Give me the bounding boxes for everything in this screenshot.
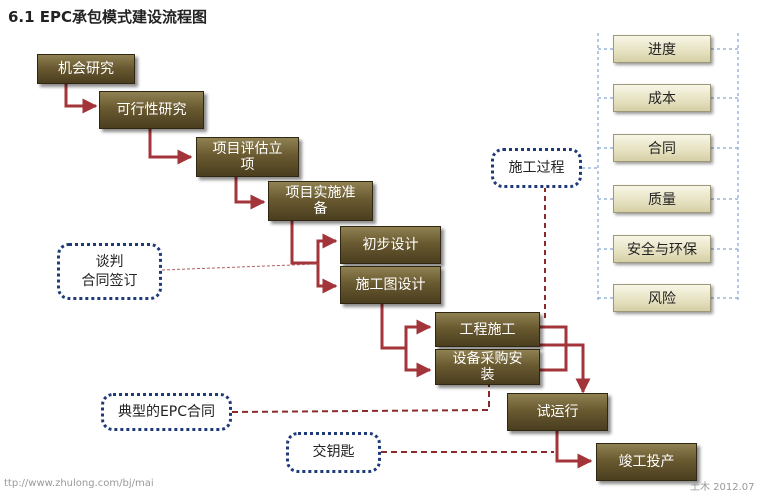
step-completion: 竣工投产 — [596, 443, 697, 481]
connector-epc-contract — [231, 385, 490, 413]
arrow-construction-to-trial — [540, 325, 568, 347]
footer-url: ttp://www.zhulong.com/bj/mai — [4, 478, 154, 489]
arrow-into-drawing-design — [316, 263, 338, 294]
page-title: 6.1 EPC承包模式建设流程图 — [8, 8, 208, 26]
control-cost-label: 成本 — [648, 91, 676, 107]
callout-epc-contract-label: 典型的EPC合同 — [117, 403, 216, 420]
step-construction-drawing-design: 施工图设计 — [340, 266, 441, 304]
arrow-into-procurement — [404, 348, 432, 378]
step-engineering-construction: 工程施工 — [435, 312, 540, 347]
step-project-evaluation-label: 项目评估立项 — [212, 141, 283, 173]
arrow-trial-to-completion — [555, 431, 593, 469]
control-contract-label: 合同 — [648, 141, 676, 157]
control-cost: 成本 — [613, 84, 711, 112]
step-project-evaluation: 项目评估立项 — [196, 137, 299, 177]
arrow-merge-to-trial — [566, 343, 591, 394]
arrow-procurement-to-trial — [540, 345, 568, 372]
callout-epc-contract: 典型的EPC合同 — [101, 393, 232, 431]
callout-construction-process: 施工过程 — [491, 148, 582, 188]
control-risk: 风险 — [613, 284, 711, 312]
step-feasibility-study-label: 可行性研究 — [116, 102, 187, 118]
dashed-connectors — [161, 187, 554, 453]
arrow-design-to-construction — [380, 304, 406, 350]
step-opportunity-study: 机会研究 — [37, 54, 135, 84]
step-implementation-preparation-label: 项目实施准备 — [285, 185, 356, 217]
control-risk-label: 风险 — [648, 291, 676, 307]
step-arrows — [64, 84, 593, 469]
control-safety-environment-label: 安全与环保 — [627, 242, 697, 258]
control-quality-label: 质量 — [648, 192, 676, 208]
step-preliminary-design-label: 初步设计 — [362, 237, 419, 253]
control-contract: 合同 — [613, 134, 711, 162]
step-equipment-procurement-label: 设备采购安装 — [452, 351, 523, 383]
step-opportunity-study-label: 机会研究 — [58, 61, 114, 77]
control-schedule-label: 进度 — [648, 42, 676, 58]
step-engineering-construction-label: 工程施工 — [459, 321, 516, 338]
callout-negotiation: 谈判合同签订 — [57, 243, 162, 300]
step-implementation-preparation: 项目实施准备 — [268, 181, 373, 221]
arrow-into-construction — [404, 319, 432, 348]
arrow-preparation-to-design — [290, 221, 318, 265]
control-quality: 质量 — [613, 185, 711, 213]
step-trial-run: 试运行 — [507, 393, 608, 431]
arrow-into-preliminary-design — [316, 233, 338, 263]
step-feasibility-study: 可行性研究 — [99, 91, 204, 129]
step-equipment-procurement: 设备采购安装 — [435, 349, 540, 385]
control-schedule: 进度 — [613, 35, 711, 63]
control-safety-environment: 安全与环保 — [613, 235, 711, 263]
arrow-opportunity-to-feasibility — [64, 84, 98, 114]
arrow-evaluation-to-preparation — [234, 177, 266, 210]
callout-turnkey: 交钥匙 — [286, 432, 381, 473]
arrow-feasibility-to-evaluation — [148, 129, 193, 165]
callout-construction-process-label: 施工过程 — [508, 159, 565, 176]
step-trial-run-label: 试运行 — [536, 404, 579, 420]
callout-negotiation-label: 谈判合同签订 — [81, 253, 138, 289]
step-preliminary-design: 初步设计 — [340, 226, 441, 264]
step-completion-label: 竣工投产 — [618, 454, 675, 470]
controls-bracket — [582, 33, 739, 302]
step-construction-drawing-design-label: 施工图设计 — [355, 277, 426, 293]
footer-watermark: 土木 2012.07 — [690, 482, 755, 493]
connector-negotiation — [161, 263, 319, 271]
callout-turnkey-label: 交钥匙 — [312, 444, 355, 460]
